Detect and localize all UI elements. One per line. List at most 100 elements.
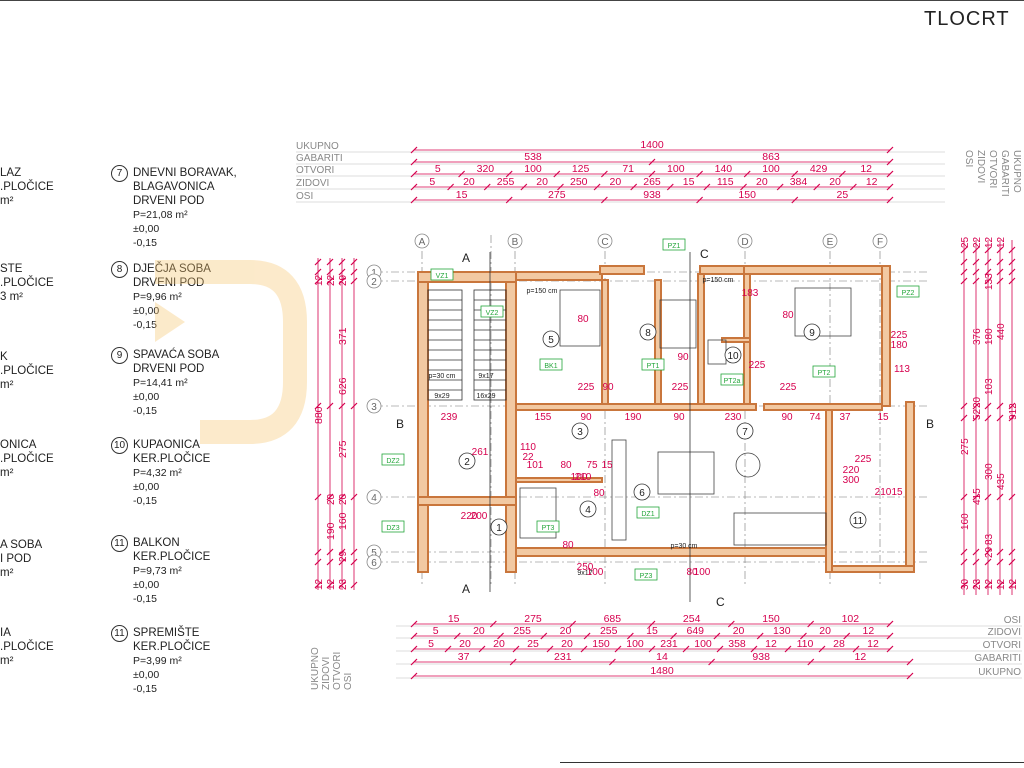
element-tag-box [381,453,405,466]
dimension-value: 100 [626,638,644,650]
dimension-value: 5 [429,176,435,188]
interior-dimension: 155 [535,412,552,423]
dimension-row-label: OTVORI [987,150,998,188]
dimension-tick [960,246,968,254]
room-marker [490,518,508,536]
dimension-value: 20 [326,493,337,505]
dimension-value: 1480 [650,665,674,677]
dimension-tick [489,620,497,628]
interior-dimension: 250 [577,562,594,573]
legend-line: -0,15 [133,237,157,249]
dimension-tick [326,268,334,276]
dimension-tick [338,558,346,566]
dimension-tick [338,402,346,410]
legend-line: ±0,00 [133,669,160,681]
dimension-tick [784,645,792,653]
dimension-tick [410,658,418,666]
dimension-tick [996,246,1004,254]
element-tag: PT2 [818,370,831,377]
interior-dimension: 80 [686,567,698,578]
axis-number: 5 [371,548,377,559]
dimension-tick [410,672,418,680]
element-tag: PZ1 [668,243,681,250]
dimension-tick [483,183,491,191]
dimension-value: 100 [762,163,780,175]
legend-line: m² [0,195,14,207]
dimension-tick [626,632,634,640]
legend-line: KER.PLOČICE [133,551,211,563]
interior-dimension: 75 [586,460,598,471]
dimension-tick [326,548,334,556]
dimension-value: 12 [855,651,867,663]
dimension-tick [1008,581,1016,589]
legend-line: .PLOČICE [0,641,54,653]
dimension-tick [838,170,846,178]
dimension-value: 22 [972,236,983,248]
dimension-value: 371 [337,327,349,345]
interior-dimension: 9x29 [434,393,449,400]
dimension-value: 71 [622,163,634,175]
dimension-tick [696,170,704,178]
axis-letter: B [512,237,519,248]
dimension-tick [338,268,346,276]
legend-line: ±0,00 [133,391,160,403]
dimension-tick [326,558,334,566]
interior-dimension: 90 [677,352,689,363]
legend-line: KER.PLOČICE [133,641,211,653]
legend-line: -0,15 [133,405,157,417]
dimension-tick [410,158,418,166]
dimension-value: 5 [428,638,434,650]
legend-line: LAZ [0,167,22,179]
dimension-row-label: ZIDOVI [296,178,329,189]
dimension-value: 133 [984,273,995,290]
dimension-value: 250 [570,176,588,188]
dimension-value: 115 [717,176,734,188]
legend-line: P=9,73 m² [133,565,182,577]
dimension-tick [984,558,992,566]
legend-room-number: 11 [111,625,128,642]
dimension-tick [583,632,591,640]
interior-dimension: 225 [855,454,872,465]
interior-dimension: 15 [891,487,903,498]
dimension-tick [314,558,322,566]
interior-dimension: 220 [461,511,478,522]
dimension-value: 12 [866,176,878,188]
legend-line: P=14,41 m² [133,377,188,389]
dimension-value: 20 [493,638,505,650]
dimension-tick [338,548,346,556]
dimension-value: 415 [972,488,983,505]
dimension-value: 20 [560,625,572,637]
room-number: 4 [585,505,591,516]
dimension-value: 20 [733,625,745,637]
dimension-tick [843,632,851,640]
legend-line: P=4,32 m² [133,467,182,479]
element-tag-box [896,285,920,298]
legend-line: BLAGAVONICA [133,181,215,193]
dimension-value: 538 [524,151,542,163]
dimension-tick [338,493,346,501]
axis-bubble [822,233,838,249]
dimension-value: 5 [435,163,441,175]
dimension-value: 150 [738,189,756,201]
dimension-value: 255 [513,625,531,637]
dimension-tick [314,258,322,266]
room-marker [724,346,742,364]
dimension-tick [314,268,322,276]
axis-bubble [366,398,382,414]
legend-line: P=9,96 m² [133,291,182,303]
dimension-tick [666,183,674,191]
dimension-tick [410,170,418,178]
room-number: 7 [742,427,748,438]
dimension-value: 20 [459,638,471,650]
room-marker [803,323,821,341]
legend-line: .PLOČICE [0,277,54,289]
dimension-tick [447,183,455,191]
room-marker [736,422,754,440]
